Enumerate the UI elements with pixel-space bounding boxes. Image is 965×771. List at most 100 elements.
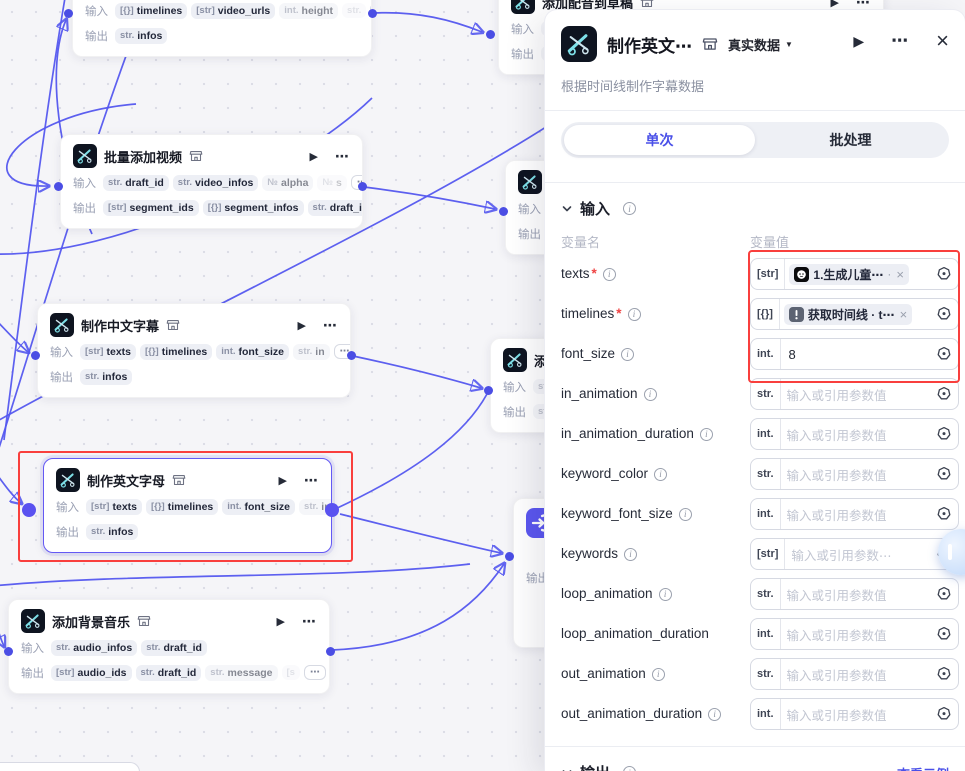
output-port[interactable] <box>367 8 377 18</box>
info-icon[interactable]: i <box>651 667 665 681</box>
chevron-down-icon <box>561 203 573 215</box>
exclamation-icon <box>788 306 804 322</box>
reference-chip: 1.生成儿童⋯·× <box>789 263 909 285</box>
info-icon[interactable]: i <box>602 267 616 281</box>
param-value-field[interactable]: str.输入或引用参数值 <box>750 378 959 410</box>
output-port[interactable] <box>325 646 335 656</box>
reference-select-icon[interactable] <box>936 506 952 522</box>
node-more-button[interactable]: ⋯ <box>323 316 338 333</box>
column-header-value: 变量值 <box>750 235 790 250</box>
param-value-field[interactable]: [str]输入或引用参数⋯ <box>750 538 959 570</box>
input-port[interactable] <box>485 29 495 39</box>
input-port[interactable] <box>504 551 514 561</box>
info-icon[interactable]: i <box>627 307 641 321</box>
tab-single[interactable]: 单次 <box>564 125 755 155</box>
tab-batch[interactable]: 批处理 <box>829 132 872 148</box>
reference-select-icon[interactable] <box>936 706 952 722</box>
info-icon[interactable]: i <box>658 587 672 601</box>
input-port[interactable] <box>63 8 73 18</box>
info-icon[interactable]: i <box>699 427 713 441</box>
remove-reference-icon[interactable]: × <box>899 306 908 322</box>
output-port[interactable] <box>346 350 356 360</box>
info-icon[interactable]: i <box>623 202 637 215</box>
info-icon[interactable]: i <box>623 766 637 771</box>
param-value-field[interactable]: [str]1.生成儿童⋯·× <box>750 258 959 290</box>
node-more-button[interactable]: ⋯ <box>304 471 319 488</box>
reference-select-icon[interactable] <box>936 626 952 642</box>
input-section-label: 输入 <box>580 201 611 218</box>
panel-title: 制作英文⋯ <box>607 36 692 56</box>
param-value-field[interactable]: [{}]获取时间线 · t⋯× <box>750 298 959 330</box>
info-icon[interactable]: i <box>643 387 657 401</box>
close-panel-button[interactable]: × <box>936 28 949 53</box>
param-value-field[interactable]: str.输入或引用参数值 <box>750 458 959 490</box>
reference-select-icon[interactable] <box>936 666 952 682</box>
output-port[interactable] <box>357 181 367 191</box>
param-value-field[interactable]: int.输入或引用参数值 <box>750 498 959 530</box>
remove-reference-icon[interactable]: × <box>896 266 904 282</box>
param-chip: int.font_size <box>222 498 296 515</box>
info-icon[interactable]: i <box>678 507 692 521</box>
reference-select-icon[interactable] <box>936 266 952 282</box>
output-example-link[interactable]: 查看示例 <box>897 764 949 771</box>
param-placeholder: 输入或引用参数值 <box>786 468 887 483</box>
input-port[interactable] <box>483 385 493 395</box>
param-value-field[interactable]: int.8 <box>750 338 959 370</box>
input-port[interactable] <box>53 181 63 191</box>
node-run-button[interactable]: ▶ <box>297 319 306 332</box>
reference-select-icon[interactable] <box>936 306 952 322</box>
node-run-button[interactable]: ▶ <box>278 474 287 487</box>
param-row: texts*i[str]1.生成儿童⋯·× <box>561 258 959 290</box>
input-port[interactable] <box>3 646 13 656</box>
reference-select-icon[interactable] <box>936 386 952 402</box>
info-icon[interactable]: i <box>624 547 638 561</box>
info-icon[interactable]: i <box>654 467 668 481</box>
node-run-button[interactable]: ▶ <box>276 615 285 628</box>
reference-chip: 获取时间线 · t⋯× <box>783 303 913 325</box>
node-run-button[interactable]: ▶ <box>309 150 318 163</box>
param-value-field[interactable]: int.输入或引用参数值 <box>750 418 959 450</box>
info-icon[interactable]: i <box>708 707 722 721</box>
info-icon[interactable]: i <box>621 347 635 361</box>
param-value-field[interactable]: str.输入或引用参数值 <box>750 658 959 690</box>
more-options-button[interactable]: ⋯ <box>891 31 910 50</box>
param-chip: str.infos <box>80 368 133 385</box>
output-section-header[interactable]: 输出 i <box>561 762 637 771</box>
run-mode-tabs: 单次 批处理 <box>561 122 949 158</box>
param-chip: int.font_size <box>216 343 290 360</box>
input-port[interactable] <box>498 206 508 216</box>
reference-select-icon[interactable] <box>936 586 952 602</box>
node-run-button[interactable]: ▶ <box>830 0 839 9</box>
data-mode-dropdown[interactable]: 真实数据 ▼ <box>728 35 793 54</box>
type-badge: [{}] <box>751 299 780 329</box>
param-chip: [s <box>281 665 300 680</box>
type-badge: [str] <box>751 539 786 569</box>
input-section-header[interactable]: 输入 i <box>561 198 637 219</box>
input-port[interactable] <box>22 503 36 517</box>
node-more-button[interactable]: ⋯ <box>335 147 350 164</box>
param-value-field[interactable]: int.输入或引用参数值 <box>750 618 959 650</box>
reference-select-icon[interactable] <box>936 346 952 362</box>
input-port[interactable] <box>30 350 40 360</box>
param-value-field[interactable]: int.输入或引用参数值 <box>750 698 959 730</box>
node-more-button[interactable]: ⋯ <box>302 612 317 629</box>
node-more-button[interactable]: ⋯ <box>856 0 871 10</box>
node-top[interactable]: ▶⋯输入[{}]timelines[str]video_urlsint.heig… <box>72 0 372 57</box>
run-button[interactable]: ▶ <box>853 32 865 49</box>
reference-select-icon[interactable] <box>936 426 952 442</box>
more-params-chip[interactable]: ⋯ <box>303 665 326 680</box>
param-value-field[interactable]: str.输入或引用参数值 <box>750 578 959 610</box>
reference-select-icon[interactable] <box>936 466 952 482</box>
required-asterisk: * <box>616 306 622 321</box>
